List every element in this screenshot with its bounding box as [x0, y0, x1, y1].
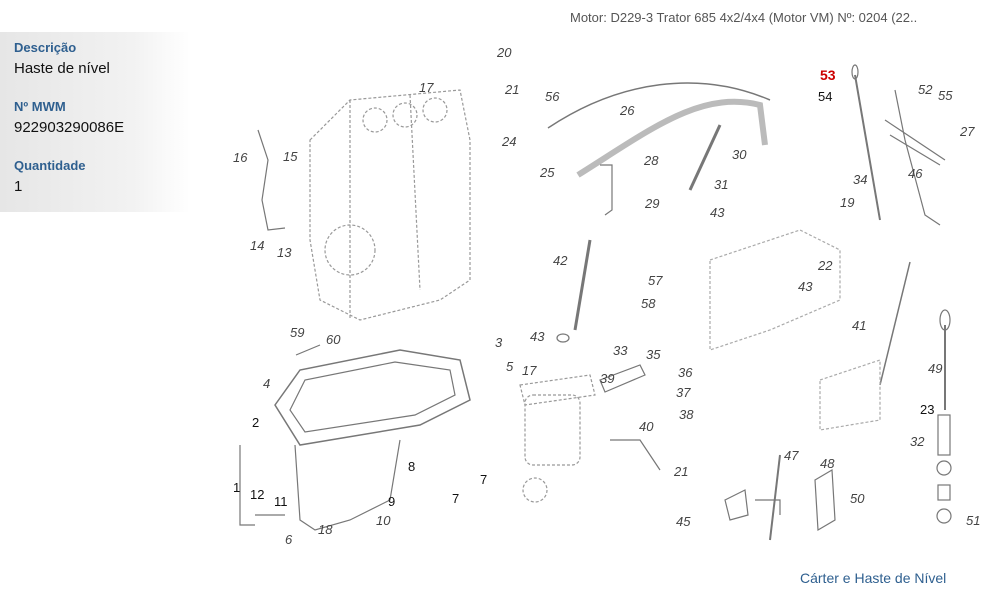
callout[interactable]: 48 [820, 456, 835, 471]
callout[interactable]: 30 [732, 147, 747, 162]
callout[interactable]: 33 [613, 343, 628, 358]
callout[interactable]: 57 [648, 273, 663, 288]
right-side-bracket [709, 229, 881, 431]
callout-selected[interactable]: 53 [820, 67, 836, 83]
mwm-value: 922903290086E [14, 119, 125, 136]
oil-line [257, 129, 286, 231]
callout[interactable]: 54 [818, 89, 833, 104]
callout[interactable]: 43 [530, 329, 545, 344]
callout[interactable]: 42 [553, 253, 568, 268]
dipstick-assemblies [556, 64, 952, 524]
callout[interactable]: 43 [710, 205, 725, 220]
callout[interactable]: 18 [318, 522, 333, 537]
callout[interactable]: 31 [714, 177, 729, 192]
callout[interactable]: 8 [408, 459, 416, 474]
callout[interactable]: 55 [938, 88, 953, 103]
callout[interactable]: 34 [853, 172, 868, 187]
callout[interactable]: 25 [540, 165, 555, 180]
callout[interactable]: 24 [502, 134, 517, 149]
hoses [547, 82, 771, 216]
callout[interactable]: 58 [641, 296, 656, 311]
callout[interactable]: 27 [960, 124, 975, 139]
brackets [599, 364, 836, 541]
callout[interactable]: 15 [283, 149, 298, 164]
callout[interactable]: 13 [277, 245, 292, 260]
quantity-label: Quantidade [14, 158, 86, 173]
callout[interactable]: 46 [908, 166, 923, 181]
callout[interactable]: 59 [290, 325, 305, 340]
callout[interactable]: 40 [639, 419, 654, 434]
callout[interactable]: 41 [852, 318, 867, 333]
callout[interactable]: 22 [818, 258, 833, 273]
callout[interactable]: 51 [966, 513, 981, 528]
part-details-panel: Descrição Haste de nível Nº MWM 92290329… [0, 32, 190, 212]
callout[interactable]: 1 [233, 480, 241, 495]
callout[interactable]: 20 [497, 45, 512, 60]
callout[interactable]: 49 [928, 361, 943, 376]
callout[interactable]: 56 [545, 89, 560, 104]
description-value: Haste de nível [14, 60, 110, 77]
callout[interactable]: 29 [645, 196, 660, 211]
callout[interactable]: 28 [644, 153, 659, 168]
callout[interactable]: 7 [452, 491, 460, 506]
callout[interactable]: 12 [250, 487, 265, 502]
callout[interactable]: 2 [252, 415, 260, 430]
callout[interactable]: 50 [850, 491, 865, 506]
callout[interactable]: 52 [918, 82, 933, 97]
callout[interactable]: 5 [506, 359, 514, 374]
callout[interactable]: 60 [326, 332, 341, 347]
callout[interactable]: 11 [274, 494, 288, 509]
callout[interactable]: 45 [676, 514, 691, 529]
diagram-caption-link[interactable]: Cárter e Haste de Nível [800, 570, 947, 586]
oil-pan [239, 344, 471, 531]
callout[interactable]: 10 [376, 513, 391, 528]
description-label: Descrição [14, 40, 77, 55]
callout[interactable]: 3 [495, 335, 503, 350]
page-header: Motor: D229-3 Trator 685 4x2/4x4 (Motor … [570, 10, 918, 25]
callout[interactable]: 19 [840, 195, 855, 210]
callout[interactable]: 21 [505, 82, 520, 97]
quantity-value: 1 [14, 178, 23, 195]
callout[interactable]: 14 [250, 238, 265, 253]
callout[interactable]: 23 [920, 402, 935, 417]
callout[interactable]: 21 [674, 464, 689, 479]
callout[interactable]: 43 [798, 279, 813, 294]
callout[interactable]: 4 [263, 376, 271, 391]
callout[interactable]: 47 [784, 448, 799, 463]
callout[interactable]: 32 [910, 434, 925, 449]
callout[interactable]: 37 [676, 385, 691, 400]
callout[interactable]: 6 [285, 532, 293, 547]
callout[interactable]: 39 [600, 371, 615, 386]
callout[interactable]: 17 [522, 363, 537, 378]
callout[interactable]: 17 [419, 80, 434, 95]
callout[interactable]: 16 [233, 150, 248, 165]
engine-block [309, 89, 471, 321]
callout[interactable]: 36 [678, 365, 693, 380]
callout[interactable]: 26 [620, 103, 635, 118]
oil-filter [519, 374, 596, 503]
callout[interactable]: 9 [388, 494, 396, 509]
mwm-label: Nº MWM [14, 99, 66, 114]
callout[interactable]: 7 [480, 472, 488, 487]
callout[interactable]: 38 [679, 407, 694, 422]
callout[interactable]: 35 [646, 347, 661, 362]
